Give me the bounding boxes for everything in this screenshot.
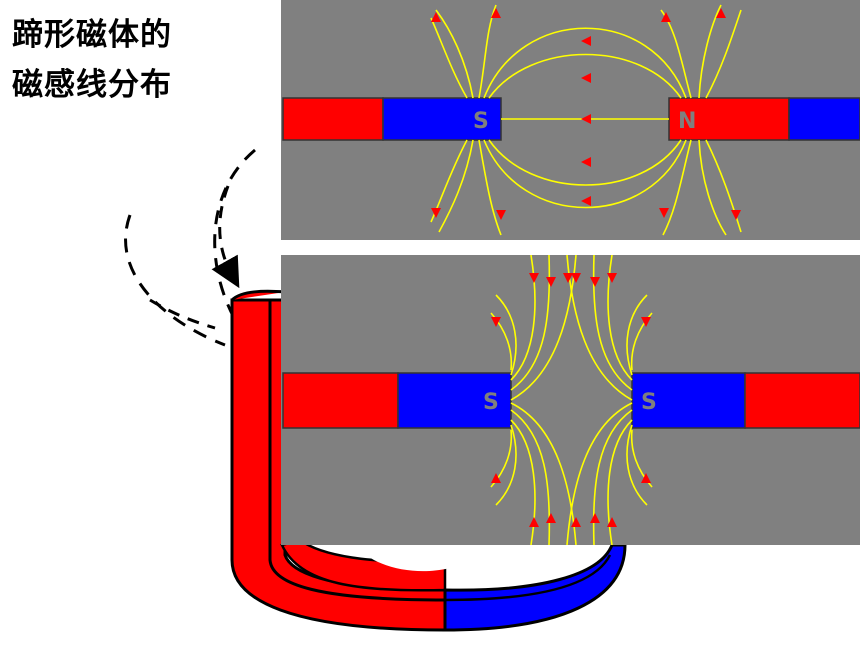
field-arrows-repel (491, 273, 651, 527)
right-magnet-north-half (668, 97, 790, 141)
dashed-field-arc (124, 214, 226, 347)
left-pole-label: S (473, 109, 489, 134)
dashed-field-arc (149, 298, 216, 330)
opposite-poles-panel: S N (281, 0, 860, 240)
right-pole-label: S (641, 390, 657, 415)
field-lines-repel (490, 255, 653, 545)
right-pole-label: N (678, 109, 696, 134)
horseshoe-south-arm (443, 543, 627, 632)
page-title: 蹄形磁体的 磁感线分布 (12, 10, 172, 110)
left-pole-label: S (483, 390, 499, 415)
right-magnet-south-half (631, 372, 746, 429)
title-line-2: 磁感线分布 (12, 67, 172, 103)
dashed-field-arc (211, 185, 240, 289)
left-magnet-south-half (397, 372, 512, 429)
right-magnet-north-half (744, 372, 860, 429)
title-line-1: 蹄形磁体的 (12, 17, 172, 53)
field-arrows-attract (431, 8, 741, 220)
like-poles-panel: S S (281, 255, 860, 545)
right-magnet-south-half (788, 97, 860, 141)
left-magnet-north-half (282, 97, 384, 141)
left-magnet-north-half (282, 372, 399, 429)
